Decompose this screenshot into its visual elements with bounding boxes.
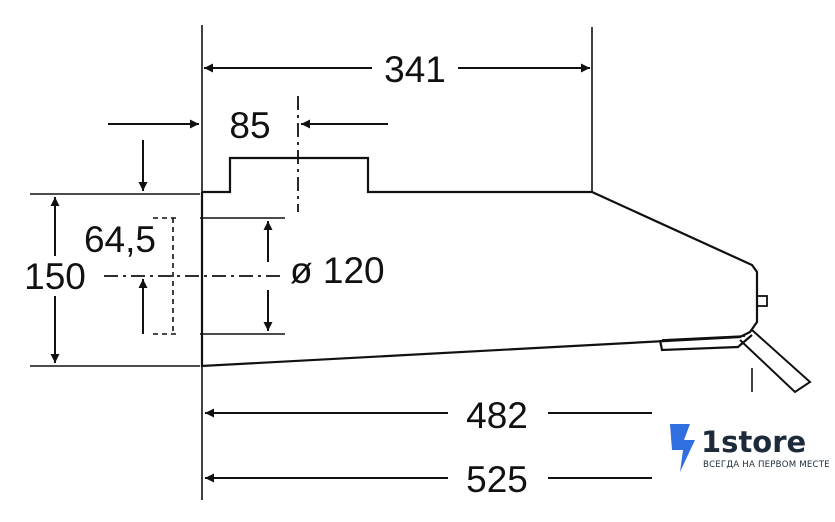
lightning-bolt-icon [670, 424, 695, 472]
hood-cable [739, 329, 812, 394]
dim-label-150: 150 [24, 256, 86, 297]
dimension-lines [50, 63, 652, 483]
logo-tagline: ВСЕГДА НА ПЕРВОМ МЕСТЕ [703, 460, 830, 470]
dim-label-64-5: 64,5 [84, 219, 156, 260]
dim-label-85: 85 [229, 105, 270, 146]
hood-body [200, 156, 759, 368]
hood-front-lip [658, 334, 753, 352]
dim-label-482: 482 [466, 395, 528, 436]
hood-control-knob [756, 295, 768, 307]
center-lines [104, 96, 299, 277]
store-logo: 1store ВСЕГДА НА ПЕРВОМ МЕСТЕ [670, 424, 830, 472]
dim-label-120: ø 120 [290, 250, 385, 291]
logo-name: 1store [701, 425, 806, 459]
dim-label-341: 341 [384, 49, 446, 90]
hood-outline [200, 156, 812, 394]
extension-lines [30, 25, 753, 500]
dim-label-525: 525 [466, 459, 528, 500]
